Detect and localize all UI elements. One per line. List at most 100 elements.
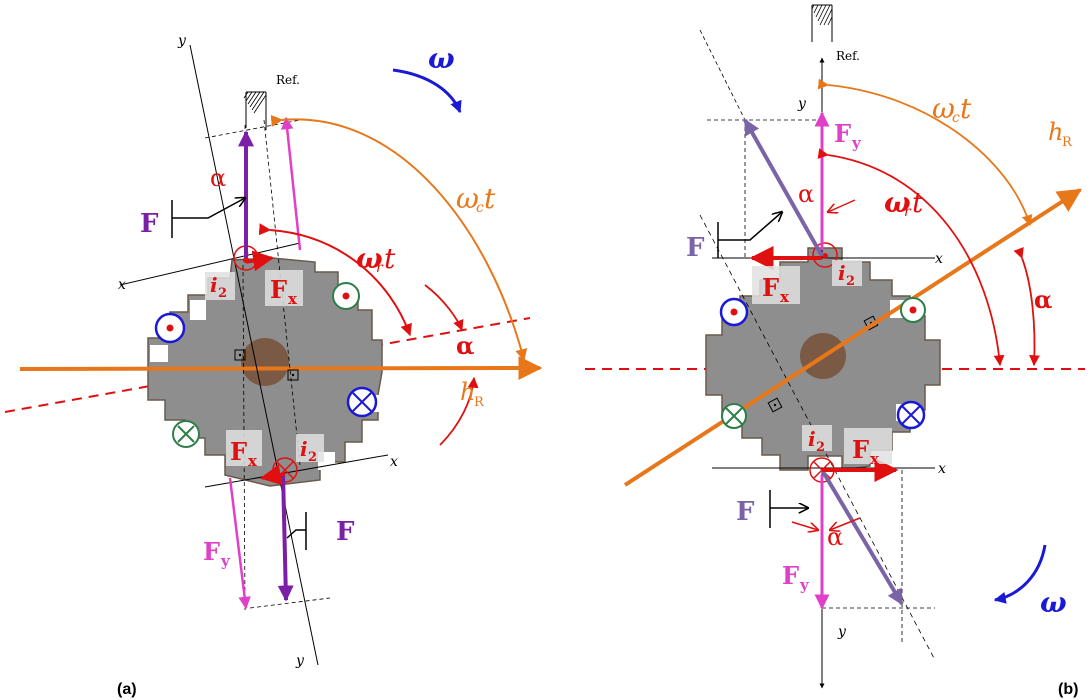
b-arc-omega-r-t — [817, 148, 1005, 367]
b-label-y-top: y — [797, 96, 807, 112]
b-conductor-circle-green — [900, 297, 926, 323]
svg-text:x: x — [288, 290, 298, 308]
svg-text:ω: ω — [356, 242, 383, 275]
svg-text:2: 2 — [218, 286, 227, 301]
b-label-alpha-lower: α — [827, 523, 843, 551]
a-force-Fy-lower — [228, 477, 251, 610]
a-label-ref: Ref. — [276, 73, 300, 87]
svg-text:c: c — [952, 110, 960, 126]
svg-text:y: y — [220, 552, 231, 570]
a-label-Fx-upper: F x — [270, 275, 298, 308]
svg-text:F: F — [834, 119, 851, 148]
b-label-Fy-upper: F y — [834, 119, 862, 152]
a-label-omega-r-t: ω r t — [356, 242, 396, 276]
b-panel-label: (b) — [1058, 681, 1078, 698]
svg-text:i: i — [808, 427, 816, 451]
svg-text:i: i — [300, 437, 308, 461]
svg-text:t: t — [960, 92, 972, 125]
svg-text:ω: ω — [932, 92, 955, 125]
a-ref-hatch — [243, 91, 267, 130]
a-label-i2-lower: i 2 — [300, 437, 317, 465]
b-label-hR: h R — [1048, 118, 1073, 150]
a-label-omega: ω — [428, 42, 455, 75]
b-label-alpha-upper: α — [798, 180, 814, 208]
svg-text:R: R — [1062, 135, 1073, 150]
a-rotor-hub — [241, 338, 289, 386]
svg-text:i: i — [838, 261, 846, 285]
svg-text:2: 2 — [308, 450, 317, 465]
a-hR-axis — [19, 356, 543, 381]
b-force-F-upper — [743, 118, 824, 257]
svg-text:F: F — [230, 437, 247, 466]
b-conductor-dot-blue — [719, 297, 749, 327]
a-label-alpha-left: α — [210, 164, 226, 192]
a-omega-arrow — [392, 68, 462, 114]
a-force-Fy-upper — [280, 116, 302, 251]
b-force-F-lower — [820, 468, 904, 606]
svg-text:t: t — [484, 182, 496, 215]
b-label-y-bottom: y — [837, 624, 847, 640]
panel-a: y y x x Ref. ω ω c t ω r t h R α α F F F… — [4, 33, 543, 698]
b-label-omega-c-t: ω c t — [932, 92, 972, 126]
b-label-F-upper: F — [686, 233, 705, 263]
svg-text:ω: ω — [456, 182, 479, 215]
a-force-F-lower — [277, 472, 294, 602]
svg-text:t: t — [912, 186, 924, 219]
a-force-Fx-lower — [259, 464, 286, 486]
b-label-Fx-lower: F x — [852, 435, 880, 468]
a-arc-alpha-upper — [424, 284, 464, 332]
a-conductor-cross-blue — [346, 386, 378, 418]
a-conductor-cross-green — [172, 420, 200, 448]
svg-text:x: x — [870, 450, 880, 468]
svg-text:h: h — [460, 378, 475, 406]
svg-text:F: F — [203, 537, 220, 566]
svg-text:F: F — [852, 435, 869, 464]
svg-text:F: F — [782, 561, 799, 590]
b-conductor-cross-green — [721, 403, 747, 429]
svg-text:2: 2 — [846, 274, 855, 289]
b-label-i2-upper: i 2 — [838, 261, 855, 289]
svg-text:F: F — [270, 275, 287, 304]
b-ref-hatch — [811, 4, 833, 42]
a-label-F-lower: F — [336, 517, 355, 547]
svg-text:c: c — [476, 200, 484, 216]
a-label-alpha-right: α — [456, 331, 474, 360]
svg-text:i: i — [210, 273, 218, 297]
svg-text:R: R — [474, 395, 485, 410]
b-label-ref: Ref. — [836, 49, 860, 63]
b-arc-alpha-right — [1013, 247, 1040, 367]
svg-text:y: y — [851, 134, 862, 152]
svg-text:r: r — [904, 204, 912, 220]
panel-b: Ref. y y x x ω c t ω r t h R α α α F F F… — [585, 4, 1085, 698]
a-label-x-upper: x — [118, 277, 126, 293]
svg-text:x: x — [248, 452, 258, 470]
b-label-x-lower: x — [938, 461, 946, 477]
a-label-hR: h R — [460, 378, 485, 410]
svg-text:2: 2 — [816, 440, 825, 455]
svg-text:h: h — [1048, 118, 1063, 146]
a-conductor-dot-blue — [154, 312, 186, 344]
a-label-x-lower: x — [390, 454, 398, 470]
b-label-F-lower: F — [736, 497, 755, 527]
a-label-y-top: y — [177, 33, 187, 49]
a-label-omega-c-t: ω c t — [456, 182, 496, 216]
b-label-x-upper: x — [935, 251, 943, 267]
a-label-y-bottom: y — [295, 653, 305, 669]
svg-text:y: y — [799, 576, 810, 594]
svg-text:ω: ω — [884, 186, 911, 219]
b-label-omega-r-t: ω r t — [884, 186, 924, 220]
a-label-F-upper: F — [140, 209, 159, 239]
svg-text:r: r — [376, 260, 384, 276]
b-label-alpha-right: α — [1034, 285, 1052, 314]
a-label-Fx-lower: F x — [230, 437, 258, 470]
svg-text:t: t — [384, 242, 396, 275]
a-arc-alpha-lower — [439, 376, 479, 446]
a-label-i2-upper: i 2 — [210, 273, 227, 301]
b-label-Fx-upper: F x — [762, 273, 790, 306]
svg-text:F: F — [762, 273, 779, 302]
b-label-Fy-lower: F y — [782, 561, 810, 594]
b-omega-arrow — [993, 544, 1047, 604]
a-arc-omega-r-t — [258, 223, 412, 337]
a-y-axis — [189, 44, 319, 666]
